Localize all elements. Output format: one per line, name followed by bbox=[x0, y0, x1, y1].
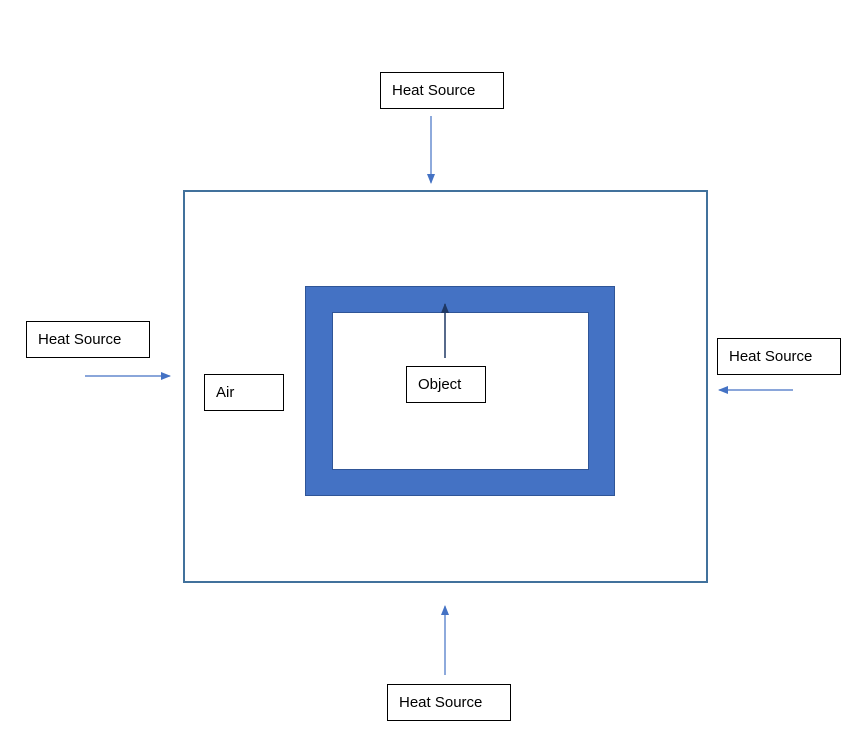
heat-source-left-label: Heat Source bbox=[26, 321, 150, 358]
heat-source-bottom-label: Heat Source bbox=[387, 684, 511, 721]
heat-source-top-label: Heat Source bbox=[380, 72, 504, 109]
heat-source-right-label: Heat Source bbox=[717, 338, 841, 375]
object-label: Object bbox=[406, 366, 486, 403]
air-label: Air bbox=[204, 374, 284, 411]
